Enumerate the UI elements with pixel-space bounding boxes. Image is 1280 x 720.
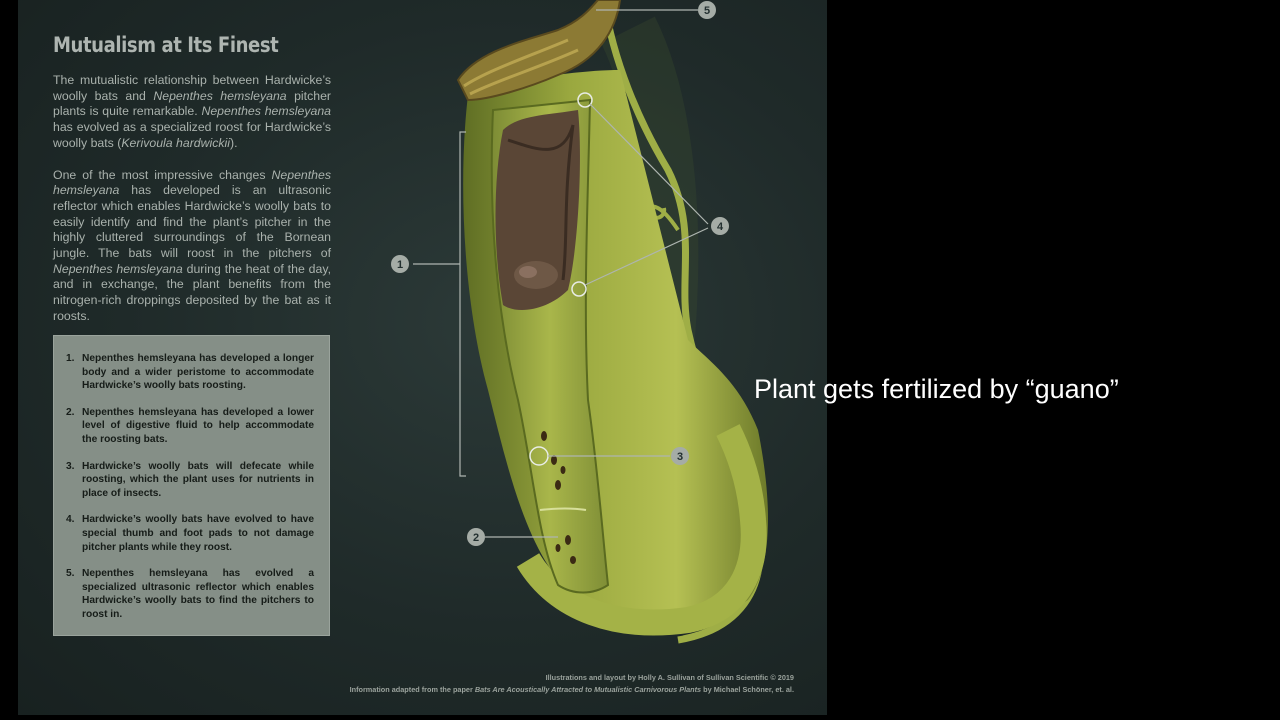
note-number: 5. [66, 568, 75, 580]
note-number: 2. [66, 406, 75, 418]
note-number: 4. [66, 514, 75, 526]
note-item: 5. Nepenthes hemsleyana has evolved a spe… [64, 567, 314, 621]
note-text: Nepenthes hemsleyana has developed a lon… [82, 353, 314, 392]
italic-species-name: Nepenthes hemsleyana [153, 88, 287, 103]
woolly-bat [495, 110, 580, 310]
poster-image: Mutualism at Its Finest The mutualistic … [18, 0, 827, 715]
note-item: 3. Hardwicke’s woolly bats will defecate … [64, 460, 314, 501]
poster-credits: Illustrations and layout by Holly A. Sul… [350, 672, 794, 696]
note-number: 3. [66, 460, 75, 472]
fluid-line [539, 507, 587, 511]
intro-paragraph-1: The mutualistic relationship between Har… [53, 73, 331, 152]
poster-title: Mutualism at Its Finest [53, 33, 279, 57]
note-item: 2. Nepenthes hemsleyana has developed a l… [64, 406, 314, 447]
callout-number-3: 3 [677, 451, 683, 463]
note-text: Hardwicke’s woolly bats have evolved to … [82, 514, 314, 553]
peristome-ridges [463, 38, 579, 96]
credits-line-2-prefix: Information adapted from the paper [349, 685, 475, 694]
intro-text: The mutualistic relationship between Har… [53, 73, 331, 341]
callout-badge-2 [467, 528, 485, 546]
credits-paper-title: Bats Are Acoustically Attracted to Mutua… [474, 685, 702, 694]
note-text: Hardwicke’s woolly bats will defecate wh… [82, 460, 314, 499]
note-item: 4. Hardwicke’s woolly bats have evolved t… [64, 513, 314, 554]
italic-species-name: Nepenthes hemsleyana [201, 104, 332, 119]
note-item: 1. Nepenthes hemsleyana has developed a l… [64, 352, 314, 393]
text-run: The mutualistic relationship between Har… [53, 73, 331, 103]
callout-number-2: 2 [473, 532, 479, 544]
callout-badge-5 [698, 1, 716, 19]
italic-species-name: Nepenthes hemsleyana [53, 167, 331, 198]
credits-line-2: Information adapted from the paper Bats … [350, 684, 794, 696]
numbered-notes-box: 1. Nepenthes hemsleyana has developed a l… [53, 335, 330, 636]
slide-caption: Plant gets fertilized by “guano” [754, 374, 1119, 404]
notes-list: 1. Nepenthes hemsleyana has developed a l… [64, 352, 314, 622]
callout-lines-4 [584, 103, 709, 286]
droppings [541, 431, 576, 564]
callout-bracket-1 [413, 131, 466, 477]
credits-line-1: Illustrations and layout by Holly A. Sul… [545, 673, 794, 682]
callout-ring-4a [577, 92, 593, 108]
callout-badge-4 [711, 217, 729, 235]
text-run: has developed is an ultrasonic reflector… [53, 183, 331, 261]
note-number: 1. [66, 353, 75, 364]
callout-badge-3 [671, 447, 689, 465]
callout-number-1: 1 [397, 259, 403, 271]
italic-species-name: Kerivoula hardwickii [121, 135, 231, 150]
text-run: has evolved as a specialized roost for H… [53, 120, 331, 150]
pitcher-base [516, 424, 767, 636]
peristome [456, 0, 622, 102]
callout-ring-4b [571, 281, 587, 297]
note-text: Nepenthes hemsleyana has developed a low… [82, 406, 314, 445]
text-run: ). [230, 135, 238, 150]
text-run: during the heat of the day, and in excha… [53, 261, 332, 323]
note-text: Nepenthes hemsleyana has evolved a speci… [82, 568, 314, 620]
callout-number-5: 5 [704, 5, 710, 17]
text-run: One of the most impressive changes [53, 167, 272, 182]
italic-species-name: Nepenthes hemsleyana [53, 261, 183, 276]
callout-badge-1 [391, 255, 409, 273]
text-run: pitcher plants is quite remarkable. [53, 88, 332, 119]
credits-line-2-suffix: by Michael Schöner, et. al. [701, 685, 794, 694]
pitcher-plant-illustration: 1 2 3 4 5 [391, 0, 768, 644]
intro-paragraph-2: One of the most impressive changes Nepen… [53, 168, 331, 325]
callout-number-4: 4 [717, 221, 724, 233]
